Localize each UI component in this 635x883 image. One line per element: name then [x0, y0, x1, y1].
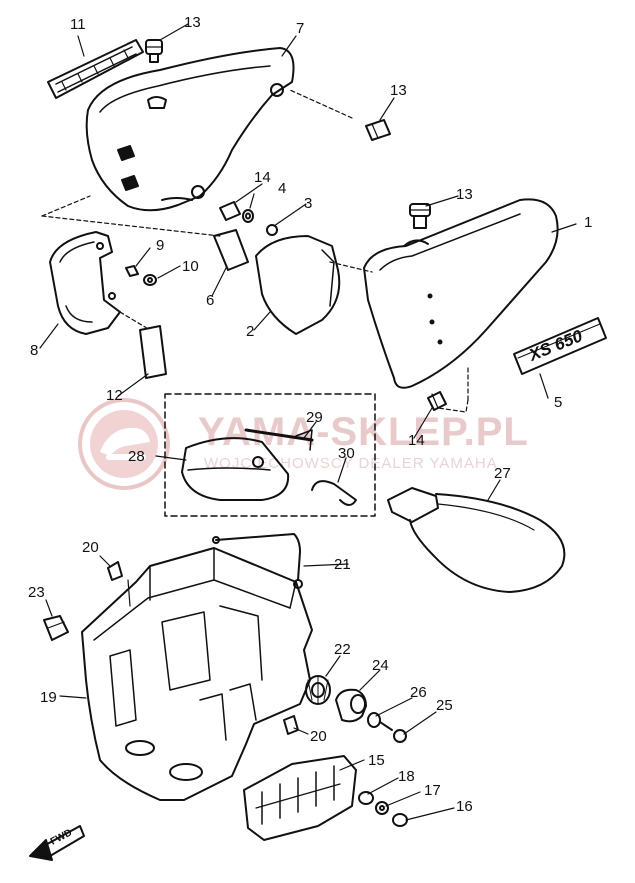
part-29-strap — [244, 428, 314, 451]
part-14-collar-b — [427, 391, 447, 411]
callout-20-bottom: 20 — [310, 728, 327, 745]
part-28-pouch — [181, 437, 290, 501]
callout-10: 10 — [182, 258, 199, 275]
callout-22: 22 — [334, 641, 351, 658]
callout-21: 21 — [334, 556, 351, 573]
callout-14-top: 14 — [254, 169, 271, 186]
callout-15: 15 — [368, 752, 385, 769]
callout-14-bottom: 14 — [408, 432, 425, 449]
part-14-collar-a — [219, 201, 241, 221]
callout-2: 2 — [246, 323, 255, 340]
part-1-right-cover — [363, 198, 559, 389]
part-13-grommet-b — [365, 119, 391, 141]
callout-12: 12 — [106, 387, 123, 404]
part-5-emblem — [513, 317, 607, 375]
callout-3: 3 — [304, 195, 313, 212]
part-15-fuse-block — [243, 755, 357, 841]
callout-4: 4 — [278, 180, 287, 197]
callout-13-top: 13 — [184, 14, 201, 31]
callout-13-right: 13 — [456, 186, 473, 203]
part-28-group-box — [164, 393, 376, 517]
part-22-grommet — [305, 675, 331, 705]
callout-27: 27 — [494, 465, 511, 482]
part-23-grommet — [43, 615, 69, 641]
callout-16: 16 — [456, 798, 473, 815]
callout-17: 17 — [424, 782, 441, 799]
part-13-grommet-c — [409, 203, 431, 229]
part-9-nut — [125, 265, 139, 277]
part-16-screw — [392, 813, 408, 827]
callout-7: 7 — [296, 20, 305, 37]
part-25-bolt — [379, 721, 407, 743]
part-26-washer — [367, 712, 381, 728]
callout-25: 25 — [436, 697, 453, 714]
part-12-block — [139, 325, 167, 379]
callout-30: 30 — [338, 445, 355, 462]
part-2-cover — [255, 235, 341, 335]
callout-20-top: 20 — [82, 539, 99, 556]
callout-13-mid: 13 — [390, 82, 407, 99]
part-20-clip-a — [107, 561, 123, 581]
part-6-pad — [213, 229, 249, 271]
part-18-collar — [358, 791, 374, 805]
part-10-washer — [143, 274, 157, 286]
callout-5: 5 — [554, 394, 563, 411]
part-7-left-cover — [85, 47, 295, 212]
callout-29: 29 — [306, 409, 323, 426]
part-17-washer — [375, 801, 389, 815]
callout-23: 23 — [28, 584, 45, 601]
callout-28: 28 — [128, 448, 145, 465]
part-20-clip-b — [283, 715, 299, 735]
callout-8: 8 — [30, 342, 39, 359]
part-3-nut — [266, 224, 278, 236]
part-11-strip — [47, 39, 144, 99]
part-24-damper — [335, 688, 367, 723]
fwd-arrow-icon — [29, 825, 85, 861]
part-19-battery-box — [81, 547, 313, 801]
watermark-logo-icon — [76, 396, 172, 492]
part-4-washer — [242, 209, 254, 223]
callout-26: 26 — [410, 684, 427, 701]
callout-18: 18 — [398, 768, 415, 785]
leader-lines — [39, 23, 577, 821]
callout-9: 9 — [156, 237, 165, 254]
part-27-cable — [387, 487, 566, 593]
callout-6: 6 — [206, 292, 215, 309]
callout-19: 19 — [40, 689, 57, 706]
callout-11: 11 — [70, 16, 86, 33]
part-8-bracket — [49, 231, 121, 335]
part-30-hook — [311, 480, 357, 506]
callout-1: 1 — [584, 214, 593, 231]
callout-24: 24 — [372, 657, 389, 674]
part-13-grommet-a — [145, 39, 163, 63]
